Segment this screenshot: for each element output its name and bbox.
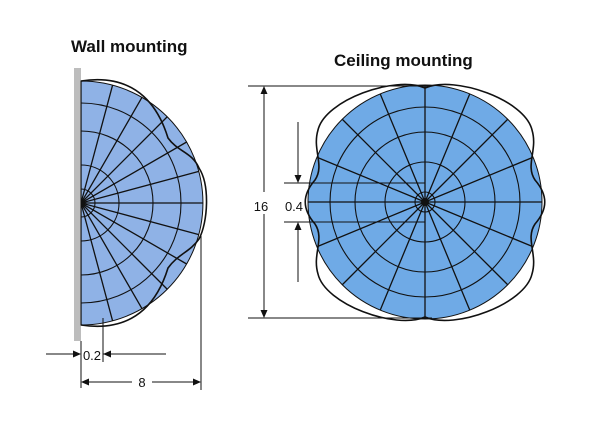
wall-mounting-diagram: Wall mounting 0.2 8: [46, 37, 208, 390]
ceiling-grid-ray: [316, 201, 426, 248]
wall-detection-pattern: [80, 78, 208, 328]
ceiling-offset-dimension: 0.4: [284, 122, 425, 282]
ceiling-grid-ray: [424, 156, 534, 203]
ceiling-mounting-title: Ceiling mounting: [334, 51, 473, 70]
ceiling-grid-ray: [424, 201, 471, 311]
ceiling-offset-label: 0.4: [285, 199, 303, 214]
wall-offset-label: 0.2: [83, 348, 101, 363]
wall-grid-ray: [81, 141, 187, 204]
ceiling-detection-pattern: [304, 83, 546, 322]
wall-grid-ray: [81, 202, 168, 290]
ceiling-grid-ray: [341, 201, 426, 286]
ceiling-grid-ray: [341, 118, 426, 203]
wall-range-label: 8: [138, 375, 145, 390]
wall-grid-ray: [81, 84, 114, 204]
ceiling-diameter-label: 16: [254, 199, 268, 214]
ceiling-grid-ray: [316, 156, 426, 203]
wall-range-dimension: 8: [81, 236, 202, 390]
ceiling-grid-ray: [424, 201, 509, 286]
wall-grid-ray: [81, 202, 200, 236]
wall-mounting-title: Wall mounting: [71, 37, 187, 56]
wall-sensor-center: [81, 199, 85, 207]
wall-grid-ray: [81, 202, 143, 309]
ceiling-grid-ray: [424, 118, 509, 203]
wall-grid-ray: [81, 202, 187, 265]
ceiling-sensor-center: [421, 198, 429, 206]
ceiling-grid-ray: [424, 201, 534, 248]
ceiling-mounting-diagram: Ceiling mounting 16 0.4: [248, 51, 546, 322]
ceiling-grid-ray: [379, 201, 426, 311]
ceiling-grid-ray: [379, 93, 426, 203]
ceiling-diameter-dimension: 16: [248, 85, 432, 319]
ceiling-grid-ray: [424, 93, 471, 203]
wall-plate: [74, 68, 81, 341]
wall-grid-ray: [81, 170, 200, 204]
wall-offset-dimension: 0.2: [46, 318, 166, 388]
wall-grid-ray: [81, 97, 143, 204]
wall-grid-ray: [81, 202, 114, 322]
wall-grid-ray: [81, 116, 168, 204]
wall-coverage-grid: [81, 81, 203, 325]
ceiling-coverage-grid: [308, 85, 542, 319]
